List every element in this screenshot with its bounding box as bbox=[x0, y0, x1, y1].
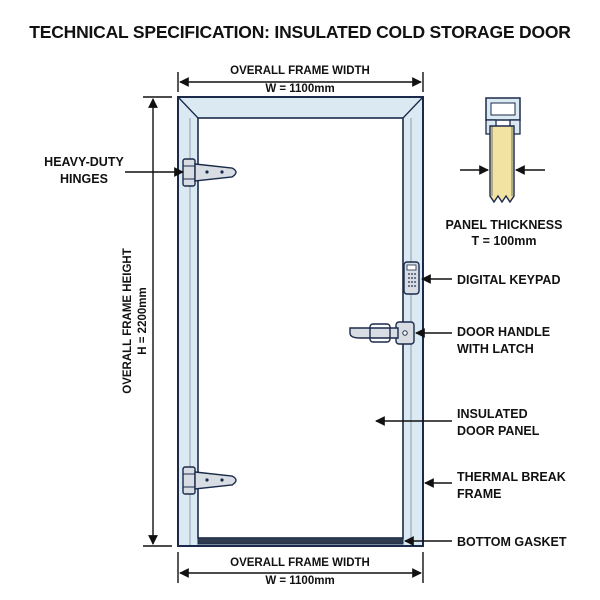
panel-thickness-value: T = 100mm bbox=[472, 234, 537, 248]
hinge-bottom bbox=[182, 466, 237, 495]
handle-label-line2: WITH LATCH bbox=[457, 342, 534, 356]
page-title: TECHNICAL SPECIFICATION: INSULATED COLD … bbox=[29, 22, 571, 42]
bottom-width-value: W = 1100mm bbox=[265, 575, 334, 587]
bottom-width-label: OVERALL FRAME WIDTH bbox=[230, 557, 370, 569]
panel-section-detail bbox=[485, 97, 521, 204]
thermal-label-line2: FRAME bbox=[457, 487, 501, 501]
handle-label-line1: DOOR HANDLE bbox=[457, 325, 550, 339]
top-width-label: OVERALL FRAME WIDTH bbox=[230, 65, 370, 77]
height-label: OVERALL FRAME HEIGHT bbox=[122, 248, 134, 393]
hinge-top bbox=[182, 158, 237, 187]
panel-label-line1: INSULATED bbox=[457, 407, 528, 421]
thermal-label-line1: THERMAL BREAK bbox=[457, 470, 566, 484]
door-frame bbox=[177, 96, 424, 547]
hinges-label-line1: HEAVY-DUTY bbox=[44, 155, 124, 169]
panel-thickness-label: PANEL THICKNESS bbox=[446, 218, 563, 232]
callout-leaders bbox=[125, 167, 452, 546]
digital-keypad bbox=[403, 261, 420, 295]
hinges-label-line2: HINGES bbox=[60, 172, 108, 186]
dimension-lines bbox=[143, 72, 545, 583]
keypad-label: DIGITAL KEYPAD bbox=[457, 273, 560, 287]
bottom-gasket bbox=[197, 537, 404, 545]
top-width-value: W = 1100mm bbox=[265, 83, 334, 95]
door-handle bbox=[349, 321, 415, 345]
height-value: H = 2200mm bbox=[137, 287, 149, 354]
gasket-label: BOTTOM GASKET bbox=[457, 535, 567, 549]
panel-label-line2: DOOR PANEL bbox=[457, 424, 540, 438]
